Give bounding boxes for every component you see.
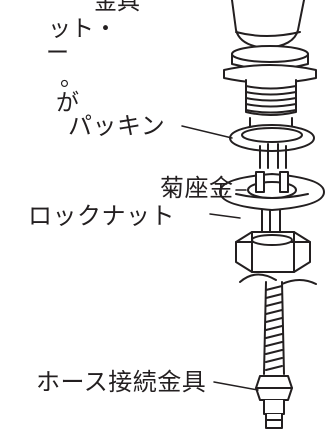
- note-line-3: ー: [46, 40, 69, 66]
- note-line-2: ット・: [48, 16, 117, 42]
- label-locknut: ロックナット: [28, 202, 175, 230]
- note-line-1: 金具: [94, 0, 140, 15]
- leader-hose-fitting: [213, 381, 259, 391]
- leader-locknut: [209, 213, 241, 219]
- packing-ring: [229, 124, 315, 152]
- note-line-4: 。: [60, 65, 83, 91]
- label-washer: 菊座金: [160, 174, 234, 202]
- lock-nut: [235, 231, 311, 273]
- washer: [219, 171, 325, 211]
- faucet-body: [223, 0, 317, 84]
- leader-packing: [181, 125, 233, 139]
- flexible-hose: [263, 281, 285, 375]
- note-line-5: が: [56, 90, 79, 116]
- leader-lines: [181, 125, 259, 391]
- threaded-shank: [245, 79, 297, 129]
- supply-rods-upper: [259, 143, 287, 169]
- hose-fitting: [255, 375, 293, 429]
- label-packing: パッキン: [68, 112, 166, 140]
- label-hose-fitting: ホース接続金具: [36, 368, 207, 396]
- counter-section: [239, 273, 317, 285]
